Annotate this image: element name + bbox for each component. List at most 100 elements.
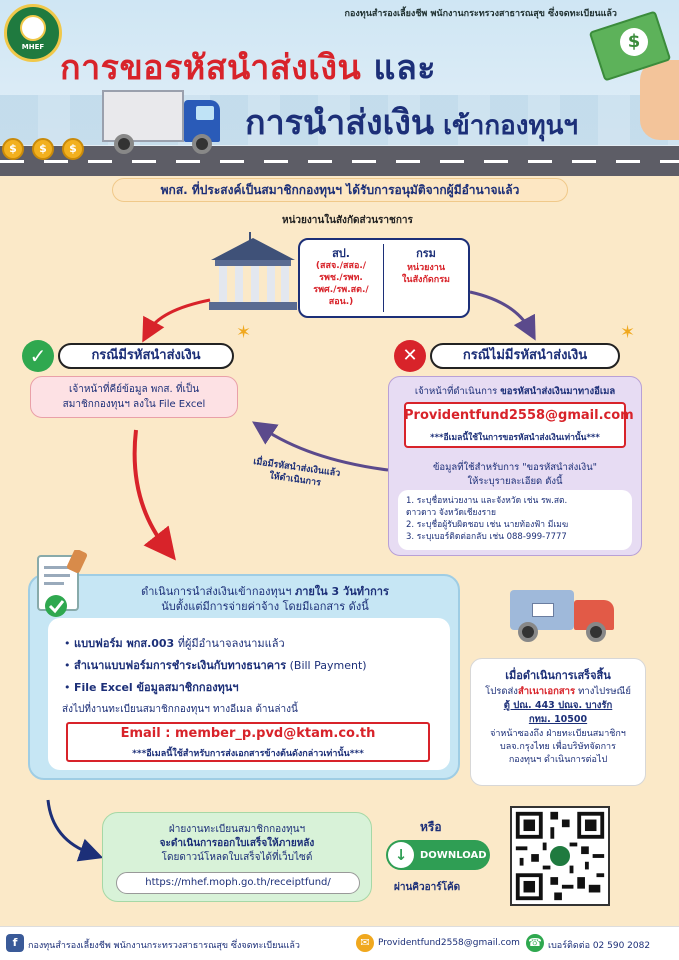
coin-icon: $ bbox=[62, 138, 84, 160]
case-has-code-text: เจ้าหน้าที่คีย์ข้อมูล พกส. ที่เป็น bbox=[68, 384, 200, 395]
unit-col2-body: หน่วยงาน ในสังกัดกรม bbox=[402, 263, 450, 285]
unit-col2-heading: กรม bbox=[416, 247, 436, 260]
footer-email-link[interactable]: Providentfund2558@gmail.com bbox=[378, 938, 520, 948]
qr-code[interactable] bbox=[510, 806, 610, 906]
intro-bold: ขอรหัสนำส่งเงินมาทางอีเมล bbox=[500, 386, 616, 397]
arrow-to-case-yes bbox=[142, 298, 211, 343]
page-title-line1: การขอรหัสนำส่งเงิน และ bbox=[60, 40, 436, 94]
request-data-subheading: ให้ระบุรายละเอียด ดังนี้ bbox=[467, 476, 563, 487]
document-item: • File Excel ข้อมูลสมาชิกกองทุนฯ bbox=[64, 681, 239, 694]
finish-suffix: ทางไปรษณีย์ bbox=[575, 686, 631, 697]
facebook-page-link[interactable]: กองทุนสำรองเลี้ยงชีพ พนักงานกระทรวงสาธาร… bbox=[28, 941, 300, 951]
unit-col1-body: (สสจ./สสอ./ รพช./รพท. รพศ./รพ.สต./ สอน.) bbox=[313, 261, 369, 307]
receipt-text: โดยดาวน์โหลดใบเสร็จได้ที่เว็บไซต์ bbox=[161, 852, 313, 863]
document-check-icon bbox=[37, 550, 88, 617]
phone-icon: ☎ bbox=[526, 934, 544, 952]
member-email-box bbox=[66, 722, 430, 762]
document-item: • สำเนาแบบฟอร์มการชำระเงินกับทางธนาคาร (… bbox=[64, 659, 367, 672]
document-item-bold: File Excel ข้อมูลสมาชิกกองทุนฯ bbox=[74, 681, 239, 694]
sparkle-icon: ✶ bbox=[236, 322, 252, 343]
finish-highlight: สำเนาเอกสาร bbox=[517, 686, 576, 697]
qr-logo-icon bbox=[548, 844, 572, 868]
submission-heading: ดำเนินการนำส่งเงินเข้ากองทุนฯ ภายใน 3 วั… bbox=[80, 582, 450, 600]
mhef-logo: MHEF bbox=[4, 4, 62, 62]
heading-prefix: ดำเนินการนำส่งเงินเข้ากองทุนฯ bbox=[141, 585, 295, 598]
organization-name: กองทุนสำรองเลี้ยงชีพ พนักงานกระทรวงสาธาร… bbox=[344, 9, 617, 19]
envelope-icon bbox=[532, 603, 554, 617]
list-item: 3. ระบุเบอร์ติดต่อกลับ เช่น 088-999-7777 bbox=[406, 532, 567, 542]
unit-label: หน่วยงานในสังกัดส่วนราชการ bbox=[282, 215, 413, 226]
list-item: 2. ระบุชื่อผู้รับผิดชอบ เช่น นายท้องฟ้า … bbox=[406, 520, 569, 530]
finish-prefix: โปรดส่ง bbox=[485, 686, 518, 697]
approval-banner: พกส. ที่ประสงค์เป็นสมาชิกกองทุนฯ ได้รับก… bbox=[112, 178, 568, 202]
unit-col1-heading: สป. bbox=[332, 247, 350, 260]
member-email-link[interactable]: Email : member_p.pvd@ktam.co.th bbox=[120, 726, 376, 741]
submission-subheading: นับตั้งแต่มีการจ่ายค่าจ้าง โดยมีเอกสาร ด… bbox=[161, 600, 369, 613]
arrow-back-to-case-yes bbox=[252, 421, 389, 472]
unit-box bbox=[298, 238, 470, 318]
document-item-rest: (Bill Payment) bbox=[286, 659, 367, 672]
title-main: การขอรหัสนำส่งเงิน bbox=[60, 48, 362, 88]
hand-illustration bbox=[640, 60, 679, 140]
case-has-code-text: สมาชิกกองทุนฯ ลงใน File Excel bbox=[62, 399, 206, 410]
document-item-bold: สำเนาแบบฟอร์มการชำระเงินกับทางธนาคาร bbox=[74, 659, 287, 672]
finish-title: เมื่อดำเนินการเสร็จสิ้น bbox=[505, 669, 611, 682]
truck-window bbox=[196, 106, 214, 120]
coin-icon: $ bbox=[32, 138, 54, 160]
heading-deadline: ภายใน 3 วันทำการ bbox=[294, 585, 389, 598]
postal-address-line: กทม. 10500 bbox=[528, 714, 588, 725]
member-email-note: ***อีเมลนี้ใช้สำหรับการส่งเอกสารข้างต้นด… bbox=[132, 749, 364, 759]
document-item: • แบบฟอร์ม พกส.003 ที่ผู้มีอำนาจลงนามแล้… bbox=[64, 637, 285, 650]
close-icon: ✕ bbox=[394, 340, 426, 372]
request-data-heading: ข้อมูลที่ใช้สำหรับการ "ขอรหัสนำส่งเงิน" bbox=[432, 462, 598, 473]
download-arrow-icon: ↓ bbox=[388, 842, 414, 868]
arrow-to-process bbox=[132, 429, 176, 561]
request-email-note: ***อีเมลนี้ใช้ในการขอรหัสนำส่งเงินเท่านั… bbox=[430, 433, 600, 443]
send-to-note: ส่งไปที่งานทะเบียนสมาชิกกองทุนฯ ทางอีเมล… bbox=[62, 704, 298, 715]
truck-cargo bbox=[102, 90, 184, 142]
logo-emblem bbox=[20, 15, 46, 41]
case-no-code-intro: เจ้าหน้าที่ดำเนินการ ขอรหัสนำส่งเงินมาทา… bbox=[390, 384, 640, 399]
request-email-link[interactable]: Providentfund2558@gmail.com bbox=[404, 408, 634, 423]
coin-icon: $ bbox=[2, 138, 24, 160]
government-building-icon bbox=[209, 232, 297, 310]
dollar-icon: $ bbox=[620, 28, 648, 56]
postal-address-line: ตู้ ปณ. 443 ปณจ. บางรัก bbox=[503, 700, 613, 711]
wheel-icon bbox=[114, 134, 134, 154]
logo-text: MHEF bbox=[21, 43, 45, 51]
finish-card bbox=[470, 658, 646, 786]
wheel-icon bbox=[192, 134, 212, 154]
title-main: การนำส่งเงิน bbox=[245, 103, 435, 143]
qr-label: ผ่านคิวอาร์โค้ด bbox=[394, 882, 461, 893]
download-label: DOWNLOAD bbox=[420, 849, 487, 861]
header-banner bbox=[0, 0, 679, 175]
page-title-line2: การนำส่งเงิน เข้ากองทุนฯ bbox=[245, 95, 578, 149]
wheel-icon bbox=[518, 622, 538, 642]
title-and: และ bbox=[361, 48, 437, 88]
finish-instructions: โปรดส่งสำเนาเอกสาร ทางไปรษณีย์ bbox=[474, 684, 642, 699]
request-data-list: 1. ระบุชื่อหน่วยงาน และจังหวัด เช่น รพ.ส… bbox=[398, 490, 632, 550]
arrow-to-case-no bbox=[469, 290, 536, 341]
finish-recipient-note: จ่าหน้าซองถึง ฝ่ายทะเบียนสมาชิกฯ บลจ.กรุ… bbox=[490, 729, 626, 765]
check-icon: ✓ bbox=[22, 340, 54, 372]
wheel-icon bbox=[586, 622, 606, 642]
request-email-box bbox=[404, 402, 626, 448]
or-label: หรือ bbox=[420, 820, 442, 834]
road-line bbox=[0, 160, 679, 163]
unit-divider bbox=[383, 244, 384, 312]
footer bbox=[0, 926, 679, 960]
case-has-code-title: กรณีมีรหัสนำส่งเงิน bbox=[58, 343, 234, 369]
intro-prefix: เจ้าหน้าที่ดำเนินการ bbox=[414, 386, 501, 397]
facebook-icon[interactable]: f bbox=[6, 934, 24, 952]
footer-phone: เบอร์ติดต่อ 02 590 2082 bbox=[548, 941, 651, 951]
download-button[interactable]: ↓ DOWNLOAD bbox=[386, 840, 490, 870]
list-item: 1. ระบุชื่อหน่วยงาน และจังหวัด เช่น รพ.ส… bbox=[406, 496, 568, 518]
document-item-bold: แบบฟอร์ม พกส.003 bbox=[74, 637, 175, 650]
receipt-text: ฝ่ายงานทะเบียนสมาชิกกองทุนฯ bbox=[168, 824, 306, 835]
receipt-url-link[interactable]: https://mhef.moph.go.th/receiptfund/ bbox=[116, 872, 360, 894]
document-item-rest: ที่ผู้มีอำนาจลงนามแล้ว bbox=[174, 637, 285, 650]
arrow-to-receipt bbox=[46, 799, 104, 862]
receipt-text-bold: จะดำเนินการออกใบเสร็จให้ภายหลัง bbox=[159, 838, 315, 849]
case-no-code-title: กรณีไม่มีรหัสนำส่งเงิน bbox=[430, 343, 620, 369]
